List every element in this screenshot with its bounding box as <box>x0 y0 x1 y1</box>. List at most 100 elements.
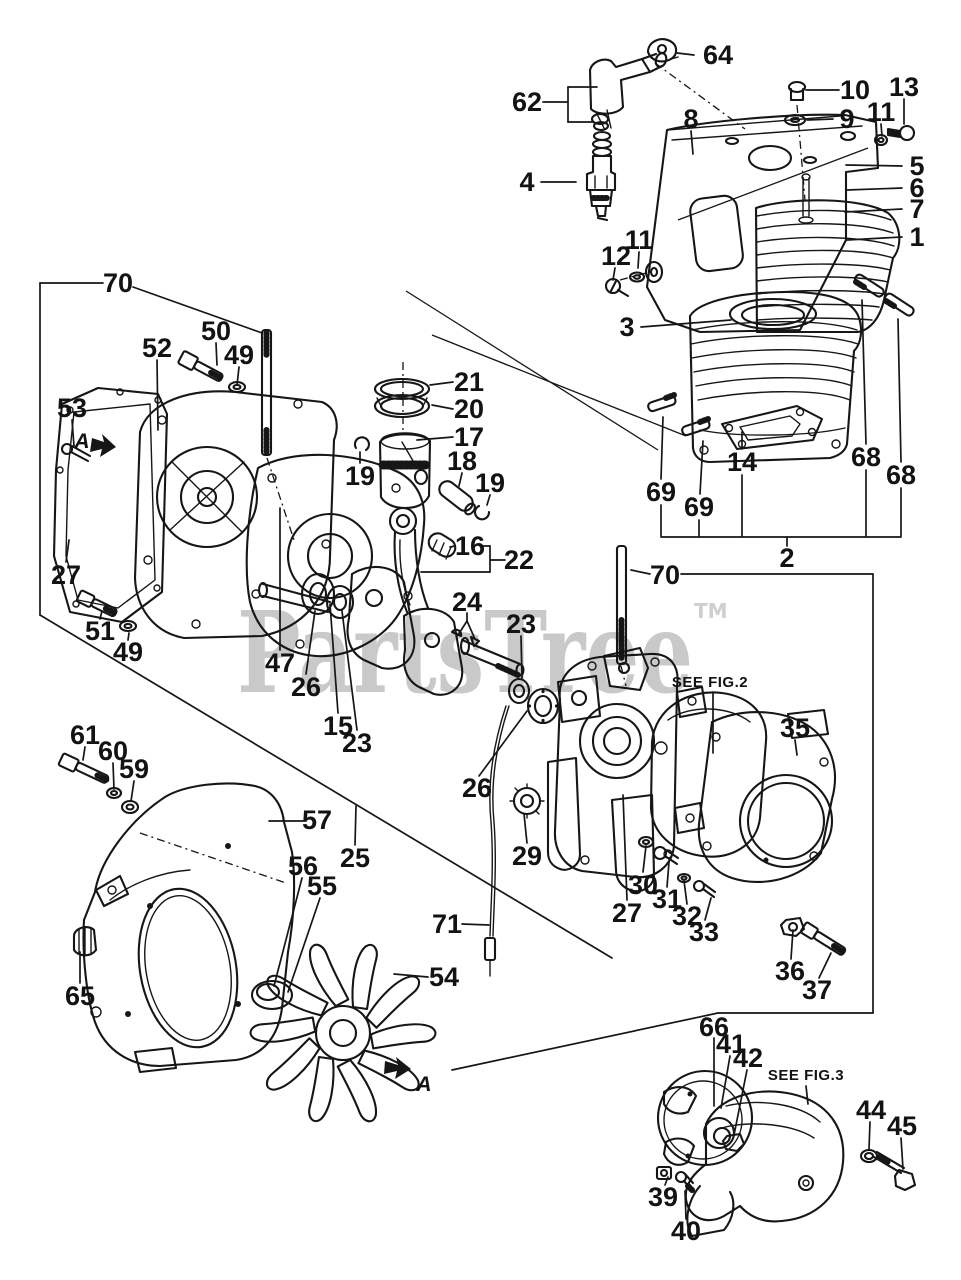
leader-line-70 <box>451 1012 719 1071</box>
callout-70: 70 <box>650 560 680 590</box>
leader-line-3 <box>640 319 732 328</box>
bolt-51-drawing <box>75 589 118 618</box>
leader-line-71 <box>461 923 490 926</box>
leader-line-56 <box>273 877 303 987</box>
piston-pin-clip-19-right-drawing <box>473 504 491 521</box>
view-a-arrow-bottom <box>384 1057 411 1079</box>
callout-33: 33 <box>689 917 719 947</box>
leader-line-40 <box>684 1190 687 1220</box>
callout-22: 22 <box>504 545 534 575</box>
reference-line <box>431 334 687 437</box>
leader-line-54 <box>393 973 429 978</box>
bolt-50-drawing <box>177 350 224 382</box>
washer-44-drawing <box>859 1148 879 1164</box>
leader-line-55 <box>287 897 321 993</box>
leader-line-61 <box>82 746 86 761</box>
callout-54: 54 <box>429 962 459 992</box>
callout-20: 20 <box>454 394 484 424</box>
piston-pin-clip-19-left-drawing <box>353 436 370 452</box>
axis-dash-line <box>620 665 627 687</box>
callout-52: 52 <box>142 333 172 363</box>
callout-50: 50 <box>201 316 231 346</box>
leader-line-18 <box>458 472 463 487</box>
leader-line-53 <box>71 419 75 447</box>
callout-16: 16 <box>455 531 485 561</box>
reference-line <box>677 147 869 221</box>
leader-line-7 <box>844 208 903 213</box>
rod-bearing-16-drawing <box>427 532 457 560</box>
leader-line-68 <box>861 299 867 445</box>
callout-23: 23 <box>506 609 536 639</box>
callout-71: 71 <box>432 909 462 939</box>
leader-line-24 <box>466 620 476 640</box>
leader-line-51 <box>99 610 103 620</box>
callout-44: 44 <box>856 1095 886 1125</box>
view-a-arrow-top <box>90 434 116 457</box>
callout-69: 69 <box>684 492 714 522</box>
leader-line-26 <box>305 610 316 675</box>
screw-12-drawing <box>604 277 630 298</box>
leader-line-44 <box>868 1121 871 1150</box>
callout-11: 11 <box>625 225 654 255</box>
callout-25: 25 <box>340 843 370 873</box>
bolt-61-drawing <box>57 752 110 784</box>
see-fig-3-leader <box>805 1085 809 1105</box>
thrust-washer-23-drawing <box>507 677 531 705</box>
leader-line-30 <box>642 845 647 873</box>
callout-19: 19 <box>475 468 505 498</box>
callout-7: 7 <box>909 194 924 224</box>
see-fig-2-label: SEE FIG.2 <box>672 674 748 691</box>
leader-line-11 <box>637 251 640 269</box>
cooling-fan-54-drawing <box>249 943 437 1123</box>
view-label-a-top: A <box>73 430 89 453</box>
leader-line-1 <box>846 236 903 241</box>
axis-dash-line <box>796 104 806 201</box>
connecting-rod-drawing <box>388 506 430 614</box>
callout-6: 6 <box>909 173 924 203</box>
callout-3: 3 <box>619 312 634 342</box>
stud-68-drawing <box>853 273 915 317</box>
callout-41: 41 <box>716 1029 746 1059</box>
leader-line-45 <box>900 1137 904 1170</box>
leader-line-23 <box>341 610 358 731</box>
axis-dash-line <box>619 271 651 281</box>
callout-21: 21 <box>454 367 484 397</box>
callout-69: 69 <box>646 477 676 507</box>
callout-12: 12 <box>601 241 631 271</box>
callout-32: 32 <box>672 901 702 931</box>
callout-70: 70 <box>103 268 133 298</box>
callout-26: 26 <box>462 773 492 803</box>
callout-14: 14 <box>727 447 757 477</box>
callout-1: 1 <box>909 222 924 252</box>
callout-61: 61 <box>70 720 100 750</box>
leader-line-37 <box>818 952 832 979</box>
callout-27: 27 <box>51 560 81 590</box>
leader-line-5 <box>845 164 903 167</box>
callout-4: 4 <box>519 167 534 197</box>
callout-15: 15 <box>323 711 353 741</box>
spark-plug-boot-drawing <box>588 52 668 132</box>
leader-line-21 <box>429 381 454 386</box>
leader-line-68 <box>897 318 902 463</box>
washer-59-drawing <box>120 799 140 815</box>
leader-line-35 <box>794 739 798 756</box>
ground-wire-71-drawing <box>483 705 510 977</box>
crankcase-left-half-drawing <box>133 390 338 640</box>
leader-line-26 <box>478 710 528 777</box>
callout-45: 45 <box>887 1111 917 1141</box>
callout-23: 23 <box>342 728 372 758</box>
axis-dash-line <box>139 832 287 884</box>
head-bolt-10-drawing <box>787 80 807 102</box>
leader-line-50 <box>215 342 218 366</box>
long-stud-right-drawing <box>602 544 650 692</box>
leader-line-23 <box>520 635 523 679</box>
leader-line-27 <box>622 794 628 901</box>
callout-26: 26 <box>291 672 321 702</box>
callout-27: 27 <box>612 898 642 928</box>
callout-30: 30 <box>628 870 658 900</box>
callout-53: 53 <box>57 393 87 423</box>
callout-57: 57 <box>302 805 332 835</box>
callout-29: 29 <box>512 841 542 871</box>
leader-line-69 <box>699 440 704 495</box>
bolt-45-drawing <box>872 1150 917 1192</box>
